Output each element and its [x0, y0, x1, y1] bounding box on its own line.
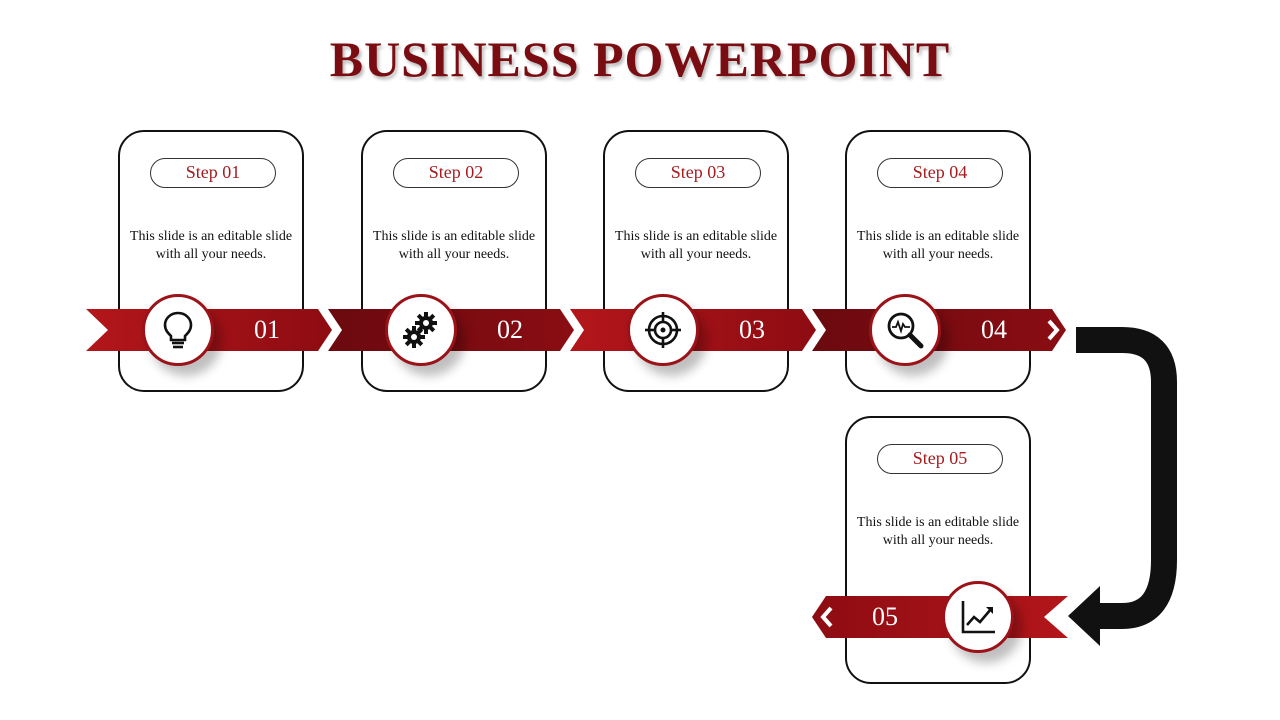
target-icon — [645, 312, 681, 348]
lightbulb-icon — [163, 311, 193, 349]
step-card-4: Step 04 This slide is an editable slide … — [845, 130, 1031, 392]
ribbon-band-5 — [812, 596, 1068, 638]
icon-circle-4 — [869, 294, 941, 366]
step-number-1: 01 — [254, 315, 280, 344]
icon-circle-2 — [385, 294, 457, 366]
step-number-4: 04 — [981, 315, 1007, 344]
step-card-5: Step 05 This slide is an editable slide … — [845, 416, 1031, 684]
connector-arrow — [1068, 327, 1177, 646]
step-card-2: Step 02 This slide is an editable slide … — [361, 130, 547, 392]
step-number-3: 03 — [739, 315, 765, 344]
chevron-right-icon — [1047, 319, 1060, 341]
slide-title: BUSINESS POWERPOINT — [329, 31, 951, 87]
step-label-1: Step 01 — [150, 158, 276, 188]
step-number-5: 05 — [872, 602, 898, 631]
ribbon-band-4 — [812, 309, 1066, 351]
step-description-2: This slide is an editable slide with all… — [372, 229, 536, 262]
step-description-1: This slide is an editable slide with all… — [129, 229, 293, 262]
chevron-left-icon — [820, 606, 833, 628]
step-card-3: Step 03 This slide is an editable slide … — [603, 130, 789, 392]
gears-icon — [403, 312, 437, 348]
step-description-3: This slide is an editable slide with all… — [614, 229, 778, 262]
step-label-2: Step 02 — [393, 158, 519, 188]
step-label-5: Step 05 — [877, 444, 1003, 474]
step-card-1: Step 01 This slide is an editable slide … — [118, 130, 304, 392]
icon-circle-1 — [142, 294, 214, 366]
step-label-4: Step 04 — [877, 158, 1003, 188]
chevron-right-icon — [564, 311, 583, 349]
icon-circle-3 — [627, 294, 699, 366]
line-chart-icon — [961, 601, 995, 634]
icon-circle-5 — [942, 581, 1014, 653]
step-description-5: This slide is an editable slide with all… — [856, 515, 1020, 548]
chevron-right-icon — [322, 311, 341, 349]
magnifier-pulse-icon — [887, 312, 924, 349]
step-label-3: Step 03 — [635, 158, 761, 188]
step-description-4: This slide is an editable slide with all… — [856, 229, 1020, 262]
step-number-2: 02 — [497, 315, 523, 344]
chevron-right-icon — [806, 311, 825, 349]
